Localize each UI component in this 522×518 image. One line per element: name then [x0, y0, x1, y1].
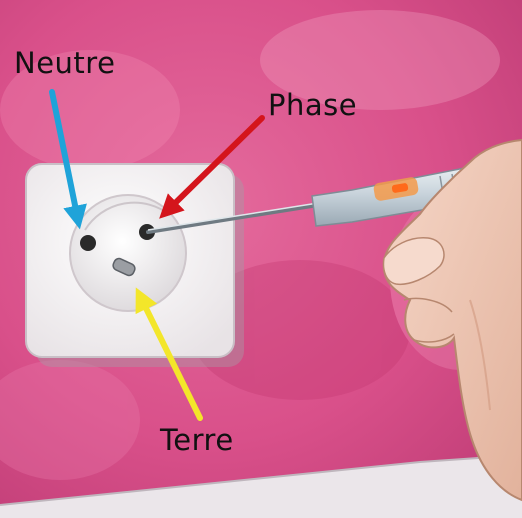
socket-outlet [26, 164, 244, 367]
earth-label: Terre [160, 423, 234, 457]
neutral-label: Neutre [14, 46, 115, 80]
phase-label: Phase [268, 88, 357, 122]
neutral-hole [80, 235, 96, 251]
